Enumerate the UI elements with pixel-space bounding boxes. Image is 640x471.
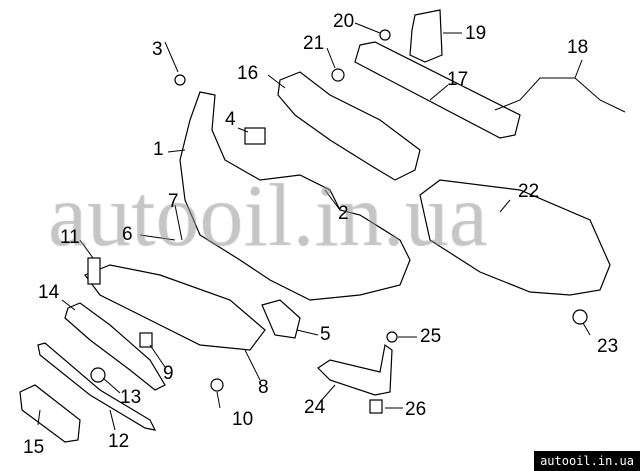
callout-17: 17 <box>447 69 469 90</box>
callout-16: 16 <box>237 63 259 84</box>
callout-20: 20 <box>333 11 355 32</box>
callout-26: 26 <box>405 399 427 420</box>
callout-14: 14 <box>38 282 60 303</box>
callout-12: 12 <box>108 431 130 452</box>
callout-25: 25 <box>420 326 442 347</box>
callout-15: 15 <box>23 437 45 458</box>
callout-13: 13 <box>120 387 142 408</box>
callout-11: 11 <box>60 227 80 248</box>
callout-4: 4 <box>225 109 236 130</box>
callout-6: 6 <box>122 224 133 245</box>
callout-10: 10 <box>232 409 254 430</box>
callout-5: 5 <box>320 324 331 345</box>
callout-1: 1 <box>153 139 164 160</box>
callout-8: 8 <box>258 377 269 398</box>
callout-18: 18 <box>567 37 589 58</box>
watermark-badge: autooil.in.ua <box>534 451 640 471</box>
callout-22: 22 <box>518 181 540 202</box>
callout-24: 24 <box>304 397 326 418</box>
callout-9: 9 <box>163 363 174 384</box>
callout-21: 21 <box>303 33 325 54</box>
callout-19: 19 <box>465 23 487 44</box>
callout-2: 2 <box>338 203 349 224</box>
callout-23: 23 <box>597 336 619 357</box>
callout-3: 3 <box>152 39 163 60</box>
callout-7: 7 <box>168 191 179 212</box>
